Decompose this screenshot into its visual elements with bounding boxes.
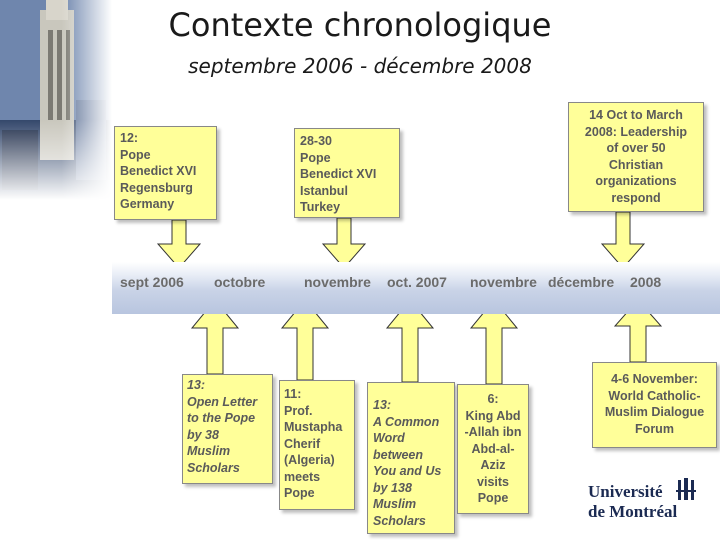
timeline-label-novembre-2007: novembre [470, 274, 537, 290]
timeline-label-oct-2007: oct. 2007 [387, 274, 447, 290]
campus-tower-photo [0, 0, 112, 200]
photo-fade [0, 0, 112, 200]
logo-line-1: Université [588, 482, 663, 501]
down-arrow-3 [600, 211, 646, 269]
event-box-dialogue-forum: 4-6 November: World Catholic- Muslim Dia… [592, 362, 717, 448]
event-text: 6: King Abd -Allah ibn Abd-al- Aziz visi… [464, 392, 522, 505]
event-box-open-letter: 13: Open Letter to the Pope by 38 Muslim… [182, 374, 273, 484]
event-box-regensburg: 12: Pope Benedict XVI Regensburg Germany [114, 126, 217, 220]
timeline-label-decembre: décembre [548, 274, 615, 290]
event-text: 13: A Common Word between You and Us by … [373, 398, 442, 528]
logo-line-2: de Montréal [588, 502, 678, 521]
event-box-king-abdallah: 6: King Abd -Allah ibn Abd-al- Aziz visi… [457, 384, 529, 514]
event-text: 14 Oct to March 2008: Leadership of over… [584, 108, 688, 205]
timeline-label-sept-2006: sept 2006 [120, 274, 184, 290]
event-text: 11: Prof. Mustapha Cherif (Algeria) meet… [284, 387, 343, 500]
timeline-band [112, 262, 720, 314]
universite-de-montreal-logo: Université de Montréal [588, 478, 720, 540]
timeline-label-octobre: octobre [214, 274, 266, 290]
event-box-common-word: 13: A Common Word between You and Us by … [367, 382, 455, 534]
page-subtitle: septembre 2006 - décembre 2008 [188, 54, 532, 78]
down-arrow-2 [321, 217, 367, 269]
event-text: 13: Open Letter to the Pope by 38 Muslim… [187, 378, 258, 475]
event-box-istanbul: 28-30 Pope Benedict XVI Istanbul Turkey [294, 128, 400, 218]
event-box-mustapha-cherif: 11: Prof. Mustapha Cherif (Algeria) meet… [279, 380, 355, 510]
event-box-christian-response: 14 Oct to March 2008: Leadership of over… [568, 102, 704, 212]
event-text: 4-6 November: World Catholic- Muslim Dia… [604, 372, 705, 436]
event-text: 28-30 Pope Benedict XVI Istanbul Turkey [300, 134, 377, 214]
logo-mark-icon [676, 478, 696, 500]
timeline-label-2008: 2008 [630, 274, 662, 290]
page-title: Contexte chronologique [168, 6, 552, 44]
timeline-label-novembre-2006: novembre [304, 274, 371, 290]
down-arrow-1 [156, 219, 202, 269]
event-text: 12: Pope Benedict XVI Regensburg Germany [120, 131, 197, 211]
